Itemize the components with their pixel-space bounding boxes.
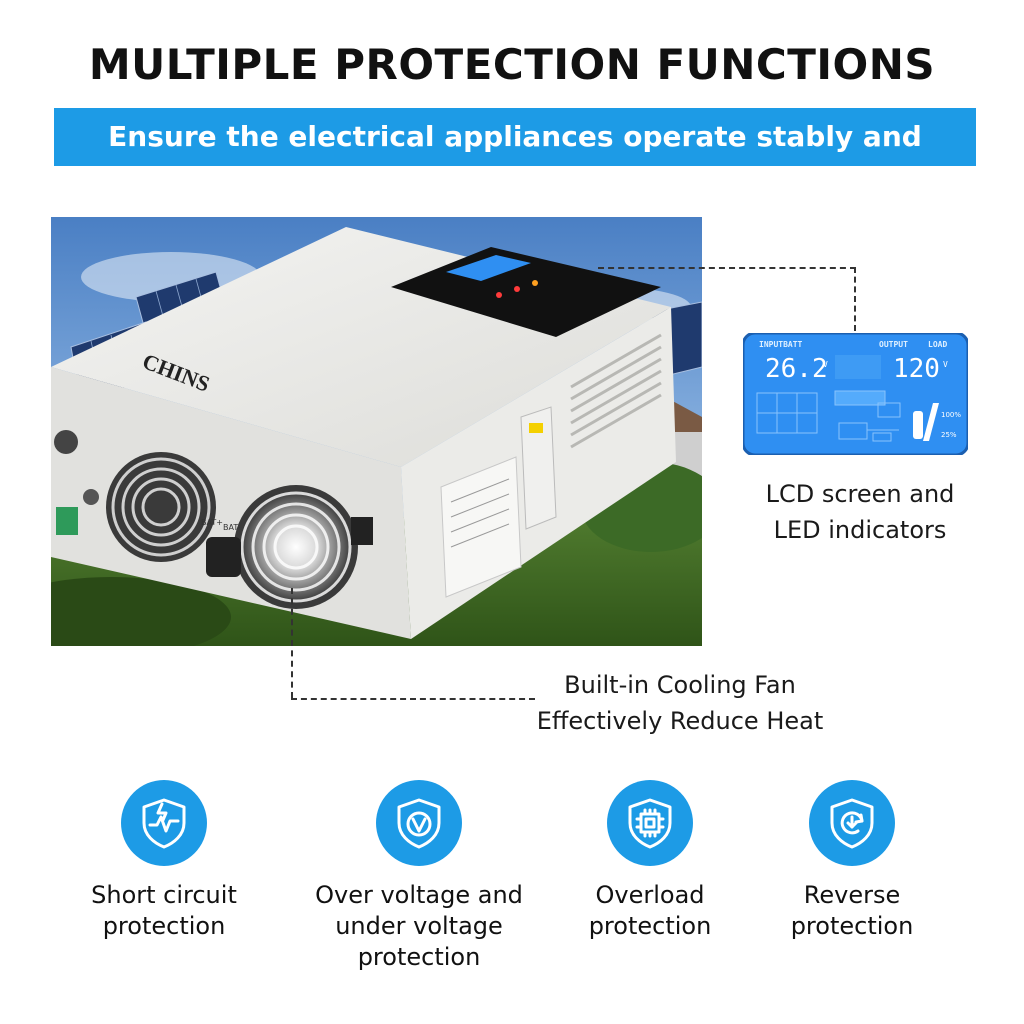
- fan-caption-line2: Effectively Reduce Heat: [536, 707, 824, 735]
- page-title: MULTIPLE PROTECTION FUNCTIONS: [88, 40, 936, 89]
- feature-label-line: Reverse: [803, 881, 901, 909]
- product-photo: CHINS BAT+: [51, 217, 702, 646]
- feature-label-line: protection: [790, 912, 914, 940]
- bat-plus-label: BAT+: [201, 518, 223, 527]
- feature-short-circuit: Short circuit protection: [44, 780, 284, 942]
- lcd-load-high: 100%: [941, 411, 961, 419]
- voltage-shield-icon: [376, 780, 462, 866]
- lcd-caption-line2: LED indicators: [773, 516, 947, 544]
- lcd-load-low: 25%: [941, 431, 957, 439]
- fan-callout-line-h: [291, 698, 535, 700]
- feature-label-line: under voltage: [335, 912, 503, 940]
- lcd-caption: LCD screen and LED indicators: [740, 476, 980, 548]
- lcd-screen-closeup: INPUTBATT OUTPUT LOAD 26.2 V 120 V 100% …: [741, 331, 970, 457]
- lcd-output-unit: V: [943, 360, 948, 369]
- short-circuit-shield-icon: [121, 780, 207, 866]
- feature-overload: Overload protection: [530, 780, 770, 942]
- feature-label-line: protection: [588, 912, 712, 940]
- lcd-battery-value: 26.2: [765, 354, 828, 384]
- lcd-caption-line1: LCD screen and: [765, 480, 955, 508]
- fan-caption: Built-in Cooling Fan Effectively Reduce …: [480, 667, 880, 739]
- fan-caption-line1: Built-in Cooling Fan: [564, 671, 796, 699]
- feature-label-line: Overload: [595, 881, 705, 909]
- reverse-shield-icon: [809, 780, 895, 866]
- feature-label-line: Over voltage and: [315, 881, 523, 909]
- lcd-output-label: OUTPUT: [879, 340, 908, 349]
- lcd-output-value: 120: [893, 354, 940, 384]
- fan-callout-line-v: [291, 588, 293, 698]
- overload-chip-icon: [607, 780, 693, 866]
- lcd-callout-line-v: [854, 267, 856, 331]
- feature-label-line: protection: [357, 943, 481, 971]
- feature-over-under-voltage: Over voltage and under voltage protectio…: [299, 780, 539, 973]
- feature-label-line: protection: [102, 912, 226, 940]
- lcd-battery-unit: V: [823, 360, 828, 369]
- lcd-callout-line-h: [598, 267, 856, 269]
- lcd-load-label: LOAD: [928, 340, 947, 349]
- subtitle-banner: Ensure the electrical appliances operate…: [54, 108, 976, 211]
- lcd-input-label: INPUTBATT: [759, 340, 803, 349]
- bat-minus-label: BAT-: [223, 523, 240, 532]
- feature-reverse: Reverse protection: [732, 780, 972, 942]
- feature-label-line: Short circuit: [91, 881, 237, 909]
